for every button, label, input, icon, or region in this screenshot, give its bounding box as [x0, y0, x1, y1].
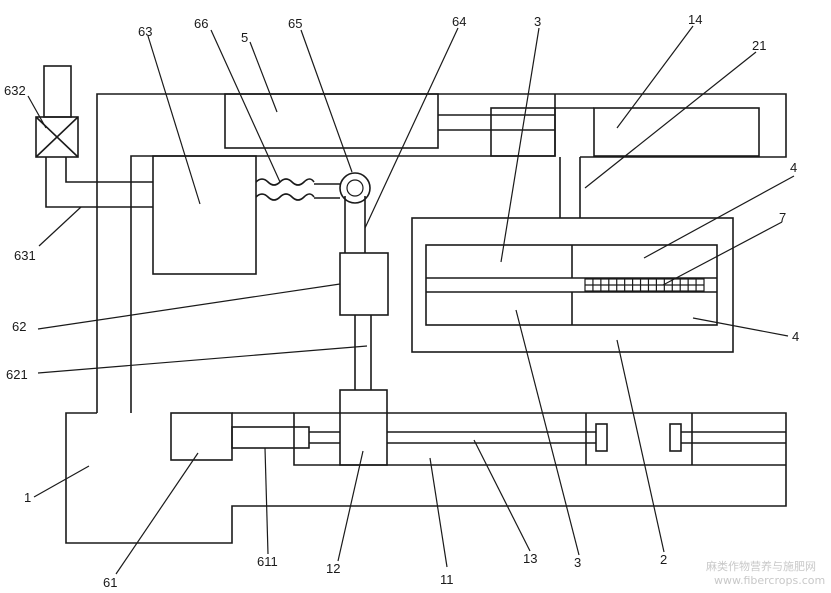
label-13: 13 — [523, 551, 537, 566]
label-61: 61 — [103, 575, 117, 590]
label-3-top: 3 — [534, 14, 541, 29]
bellows-66 — [255, 178, 315, 186]
label-631: 631 — [14, 248, 36, 263]
pipe-631-bottom — [45, 157, 153, 208]
joint-65 — [339, 172, 371, 204]
label-621: 621 — [6, 367, 28, 382]
label-4-bottom: 4 — [792, 329, 799, 344]
label-62: 62 — [12, 319, 26, 334]
label-632: 632 — [4, 83, 26, 98]
outer-frame — [96, 93, 787, 413]
block-62 — [339, 252, 389, 316]
stopper-right — [669, 423, 682, 452]
coupling-block — [490, 107, 556, 157]
leader-lines — [27, 25, 795, 575]
box-5 — [224, 93, 439, 149]
label-7: 7 — [779, 210, 786, 225]
stopper-left — [595, 423, 608, 452]
bellows-66-lower — [255, 193, 315, 201]
watermark-cn: 麻类作物营养与施肥网 — [706, 559, 816, 573]
joint-65-inner — [346, 179, 364, 197]
label-4-top: 4 — [790, 160, 797, 175]
label-3-bottom: 3 — [574, 555, 581, 570]
pipe-631-top — [65, 157, 153, 183]
label-2: 2 — [660, 552, 667, 567]
watermark-url: www.fibercrops.com — [714, 574, 825, 587]
label-64: 64 — [452, 14, 466, 29]
motor-14 — [593, 107, 760, 157]
vent-pipe — [43, 65, 72, 118]
piston-611 — [231, 426, 310, 449]
block-12 — [339, 389, 388, 466]
label-1: 1 — [24, 490, 31, 505]
label-63: 63 — [138, 24, 152, 39]
valve-cross-b — [35, 116, 79, 158]
label-66: 66 — [194, 16, 208, 31]
base-frame-1 — [65, 412, 787, 544]
label-611: 611 — [257, 554, 278, 569]
label-12: 12 — [326, 561, 340, 576]
label-14: 14 — [688, 12, 702, 27]
label-21: 21 — [752, 38, 766, 53]
mesh-7 — [584, 278, 705, 292]
tank-63 — [152, 155, 257, 275]
label-65: 65 — [288, 16, 302, 31]
label-5: 5 — [241, 30, 248, 45]
housing-2 — [411, 217, 734, 353]
pipe-64 — [344, 196, 366, 253]
label-11: 11 — [440, 572, 454, 587]
cylinder-61 — [170, 412, 233, 461]
